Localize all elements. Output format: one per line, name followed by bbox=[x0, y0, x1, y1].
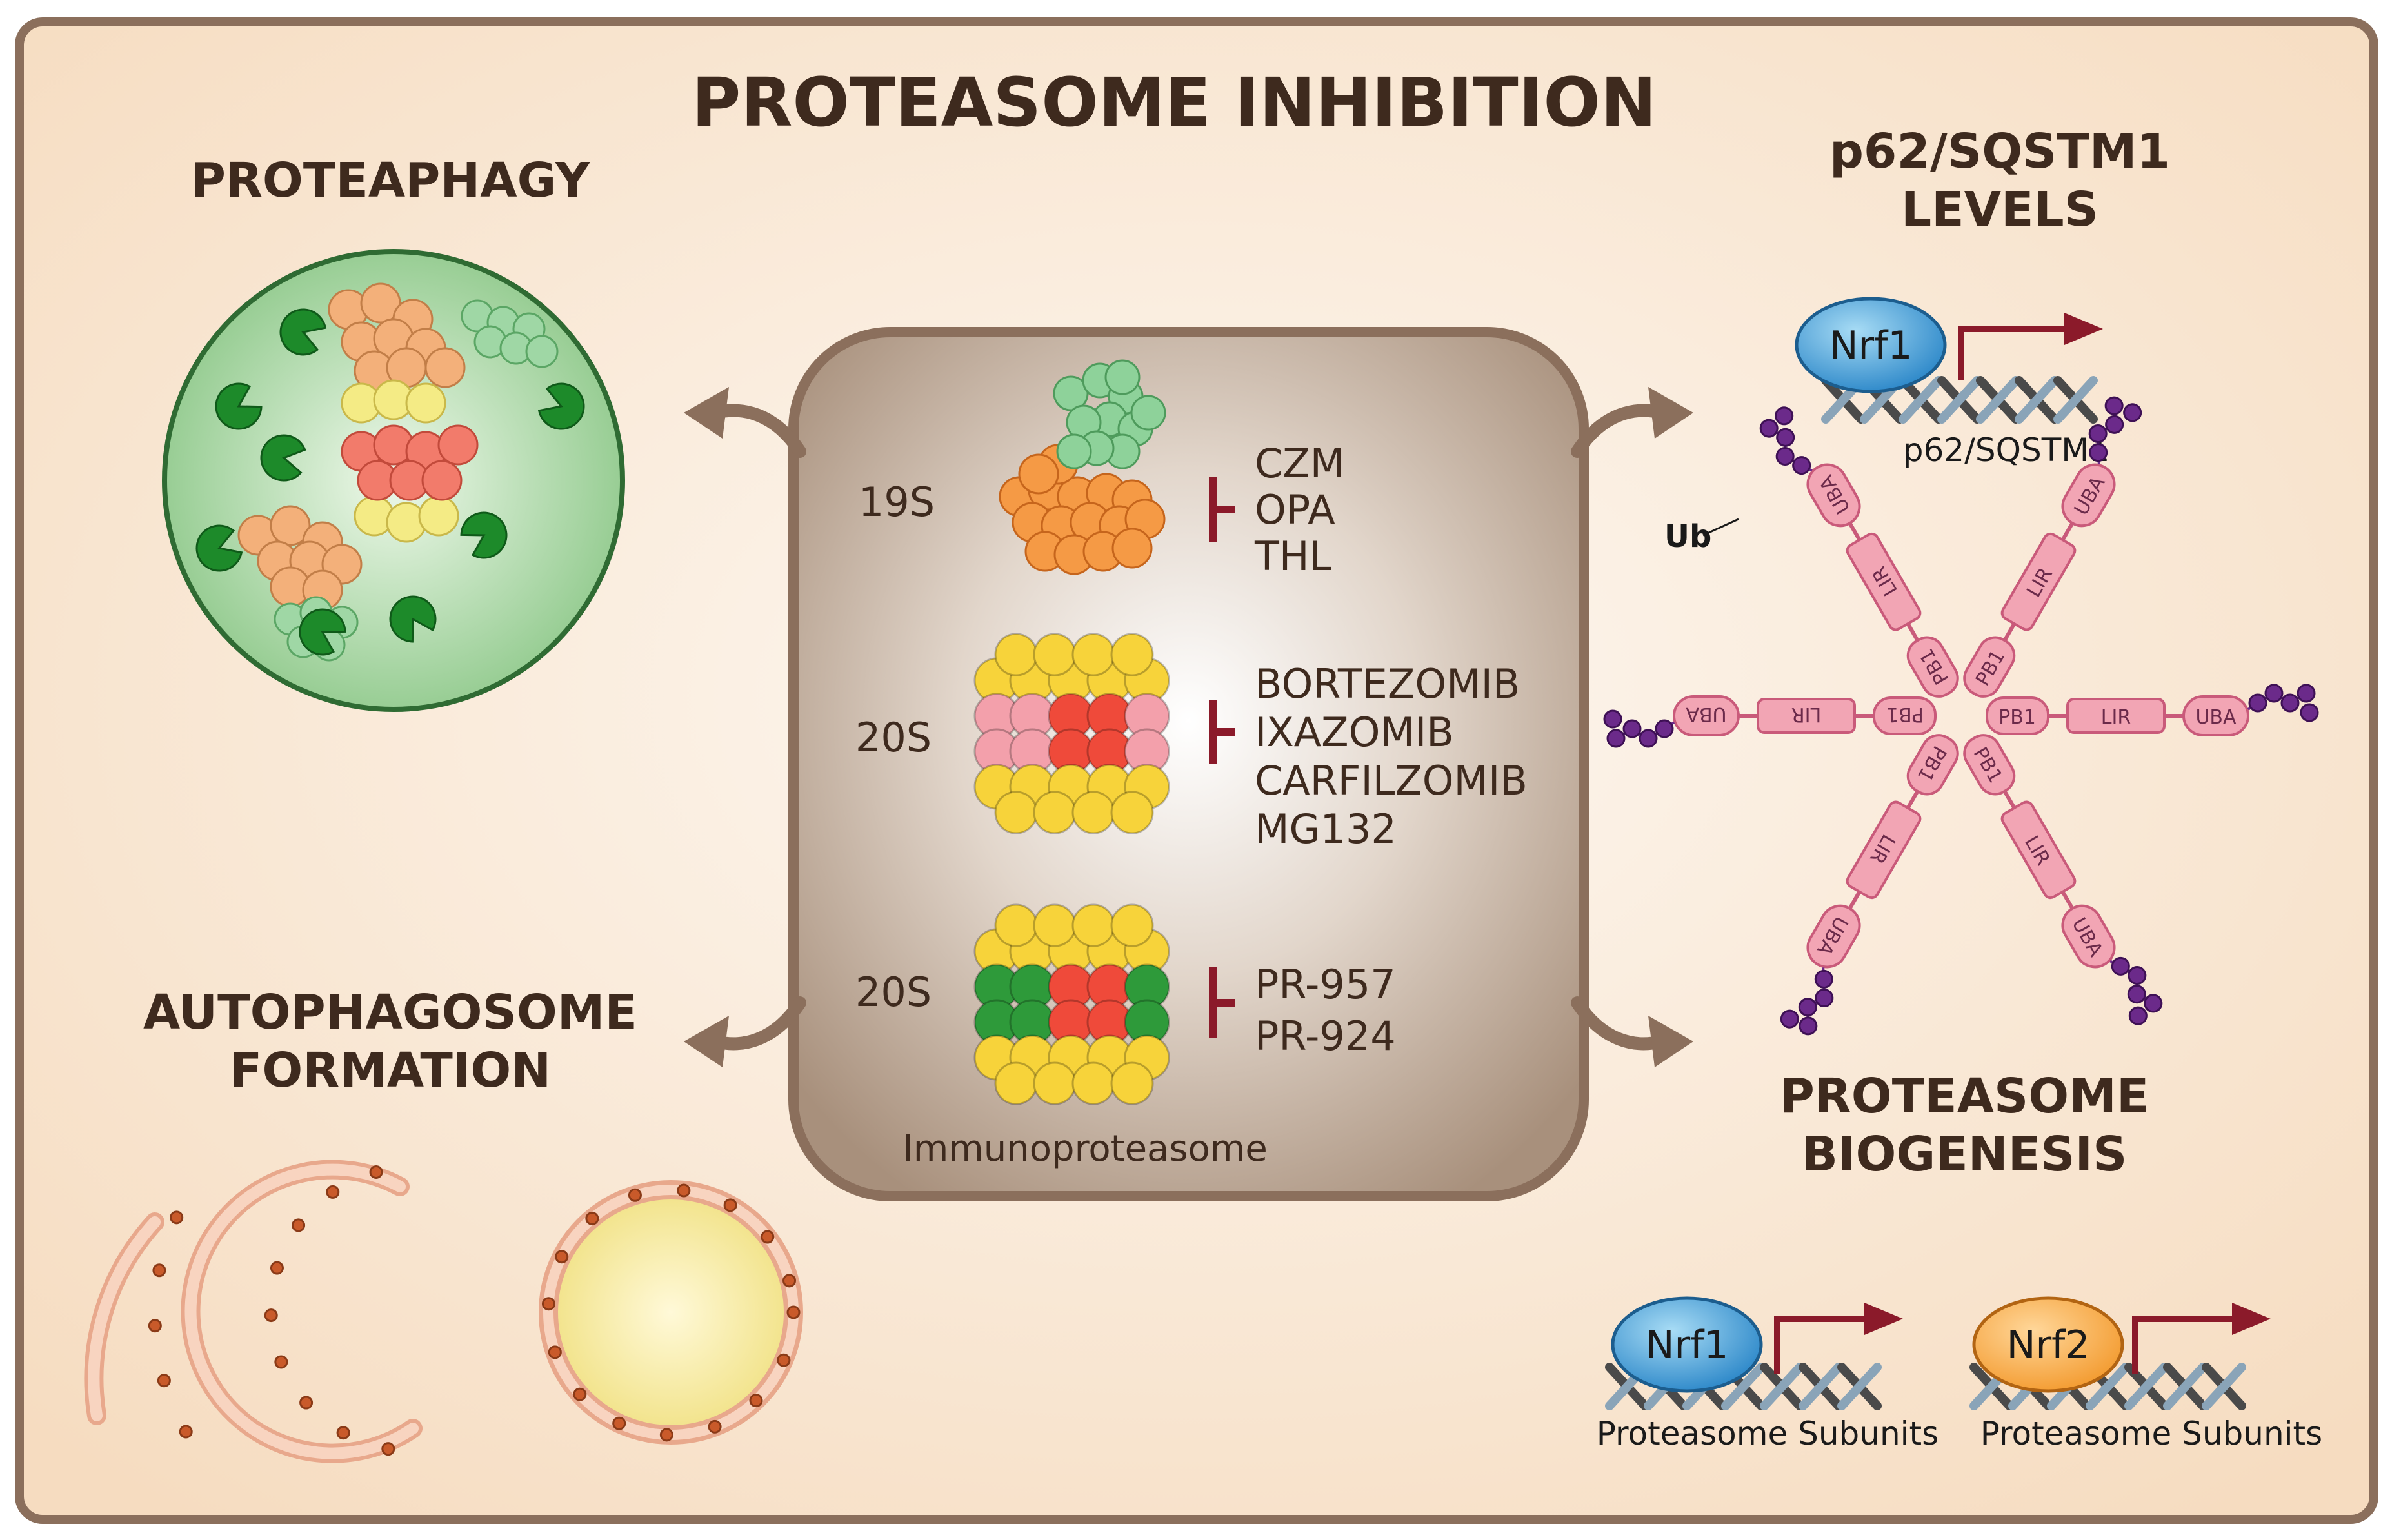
proteaphagy-title: PROTEAPHAGY bbox=[191, 153, 591, 208]
autophagosome-title-line1: AUTOPHAGOSOME bbox=[143, 985, 637, 1040]
biogenesis-title-line2: BIOGENESIS bbox=[1802, 1127, 2128, 1182]
lysosome-contents bbox=[195, 282, 585, 662]
immunoproteasome-label: Immunoproteasome bbox=[902, 1128, 1268, 1170]
label-20s-immuno: 20S bbox=[855, 969, 932, 1016]
nrf1-label: Nrf1 bbox=[1646, 1323, 1729, 1368]
inhibition-symbols bbox=[1209, 477, 1235, 1038]
arrow-heads bbox=[684, 387, 1693, 1067]
inhibition-19s bbox=[1209, 477, 1235, 542]
drug-list-19s: CZM OPA THL bbox=[1254, 440, 1344, 580]
label-19s: 19S bbox=[859, 479, 935, 526]
drug-name: THL bbox=[1254, 533, 1331, 580]
proteasome-20s-icon bbox=[973, 633, 1170, 834]
drug-name: IXAZOMIB bbox=[1255, 709, 1454, 756]
p62-transcription: Nrf1 p62/SQSTM1 bbox=[1795, 297, 2110, 469]
gene-label: Proteasome Subunits bbox=[1980, 1415, 2322, 1452]
dna-helix-icon bbox=[1821, 376, 2098, 424]
transcription-arrow-icon bbox=[1958, 326, 2071, 380]
label-20s: 20S bbox=[855, 714, 932, 761]
inhibition-immuno bbox=[1209, 967, 1235, 1038]
nrf2-factor-icon bbox=[1972, 1296, 2124, 1393]
pb1-label: PB1 bbox=[1998, 706, 2036, 729]
nrf1-factor-icon bbox=[1611, 1296, 1763, 1393]
drug-name: MG132 bbox=[1255, 805, 1397, 853]
transcription-arrow-icon bbox=[1774, 1316, 1871, 1374]
biogenesis-title-line1: PROTEASOME bbox=[1780, 1069, 2149, 1124]
gene-label: Proteasome Subunits bbox=[1597, 1415, 1939, 1452]
drug-name: PR-924 bbox=[1255, 1012, 1396, 1060]
drug-name: CZM bbox=[1255, 440, 1344, 487]
p62-arm: PB1 LIR UBA bbox=[1986, 684, 2319, 736]
immunoproteasome-icon bbox=[973, 903, 1170, 1105]
uba-label: UBA bbox=[1686, 703, 1727, 726]
biogenesis-transcription: Nrf1 Nrf2 Proteasome Subunits Proteasome… bbox=[1597, 1296, 2322, 1452]
nrf1-label: Nrf1 bbox=[1829, 323, 1913, 368]
p62-arm: PB1 LIR UBA bbox=[1603, 695, 1937, 748]
p62-gene-label: p62/SQSTM1 bbox=[1903, 431, 2110, 469]
drug-list-20s: BORTEZOMIB IXAZOMIB CARFILZOMIB MG132 bbox=[1255, 660, 1528, 853]
lir-label: LIR bbox=[1791, 703, 1821, 726]
autophagosome-title-line2: FORMATION bbox=[230, 1043, 551, 1098]
proteasome-19s-icon bbox=[999, 359, 1166, 575]
membrane-dots bbox=[148, 1165, 801, 1456]
p62-title-line1: p62/SQSTM1 bbox=[1829, 124, 2170, 179]
ub-label: Ub bbox=[1664, 518, 1711, 555]
inhibition-20s bbox=[1209, 700, 1235, 764]
p62-title-line2: LEVELS bbox=[1901, 182, 2098, 237]
pb1-label: PB1 bbox=[1886, 703, 1924, 726]
uba-label: UBA bbox=[2195, 706, 2237, 729]
drug-name: PR-957 bbox=[1255, 961, 1396, 1008]
drug-name: CARFILZOMIB bbox=[1255, 757, 1528, 804]
transcription-arrow-icon bbox=[2132, 1316, 2238, 1374]
drug-name: BORTEZOMIB bbox=[1255, 660, 1520, 707]
drug-name: OPA bbox=[1255, 486, 1335, 533]
nrf2-label: Nrf2 bbox=[2007, 1323, 2090, 1368]
drug-list-immuno: PR-957 PR-924 bbox=[1255, 961, 1396, 1060]
lir-label: LIR bbox=[2101, 706, 2131, 729]
nrf1-factor-icon bbox=[1795, 297, 1947, 393]
page-title: PROTEASOME INHIBITION bbox=[692, 63, 1657, 142]
